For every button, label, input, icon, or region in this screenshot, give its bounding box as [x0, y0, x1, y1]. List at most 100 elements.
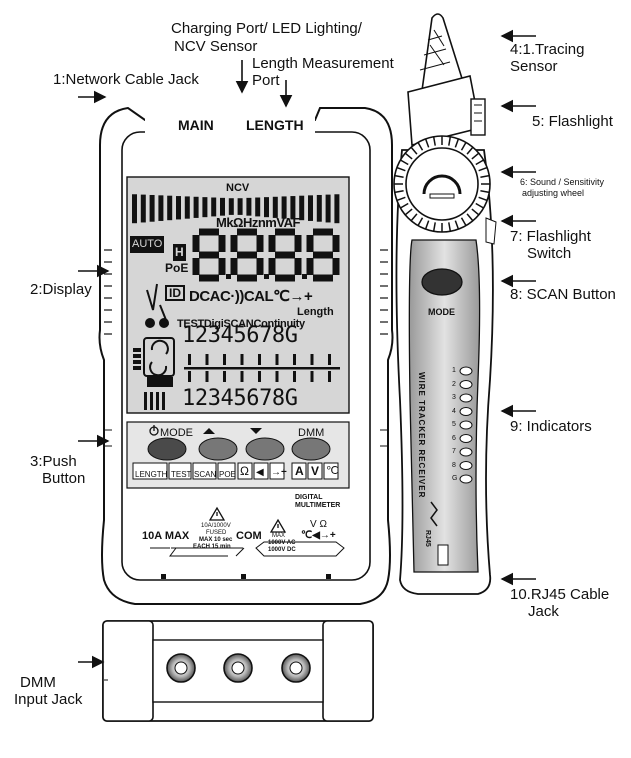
indicator-led — [459, 380, 473, 389]
wheel-tooth — [424, 138, 430, 148]
pin-line — [184, 367, 340, 370]
max-text-3: 1000V DC — [268, 547, 296, 553]
wheel-tooth — [432, 222, 436, 232]
label-tracing-sensor: 4:1.Tracing — [510, 41, 585, 58]
wheel-tooth — [471, 152, 480, 160]
ncv-bar — [255, 197, 261, 217]
indicator-led — [459, 420, 473, 430]
warning-icon-1 — [208, 506, 226, 521]
receiver-rj45-label: RJ45 — [424, 530, 431, 547]
wheel-tooth — [454, 138, 460, 148]
pin-seg — [240, 354, 244, 365]
lcd-pins-bottom: 12345678G — [182, 386, 298, 411]
label-dmm-jack: DMM — [20, 674, 56, 691]
probe-icon — [145, 283, 169, 328]
ncv-bar — [237, 198, 243, 215]
func-key-scan: SCAN — [194, 470, 217, 479]
indicator-leds — [459, 366, 473, 484]
wheel-tooth — [448, 222, 452, 232]
wheel-tooth — [478, 166, 488, 172]
lcd-length: Length — [297, 306, 334, 318]
indicator-led — [459, 366, 473, 376]
wheel-tooth — [410, 146, 418, 155]
func-sym-temp: ℃ — [326, 465, 339, 477]
indicator-label: 2 — [452, 380, 456, 388]
wheel-tooth — [394, 174, 404, 178]
jack-vohm-label: V Ω — [310, 519, 327, 530]
lcd-poe: PoE — [165, 261, 189, 275]
lcd-big-digits — [192, 228, 340, 282]
mode-button — [147, 437, 187, 461]
wheel-tooth — [460, 142, 467, 151]
wheel-tooth — [417, 142, 424, 151]
wheel-tooth — [454, 220, 460, 230]
btn-mode-label: MODE — [160, 427, 193, 439]
lcd-test-row: TESTDigiSCANContinuity — [177, 318, 305, 330]
wheel-tooth — [400, 159, 409, 166]
network-icon — [143, 337, 175, 387]
indicator-led — [459, 407, 473, 416]
lcd-units: MkΩHznmVAF — [216, 215, 300, 230]
label-rj45-jack-2: Jack — [528, 603, 559, 620]
func-sym-ohm: Ω — [240, 464, 249, 478]
port-length-label: LENGTH — [246, 117, 304, 133]
label-tracing-sensor-2: Sensor — [510, 58, 558, 75]
wheel-tooth — [466, 213, 474, 222]
ncv-bar — [167, 195, 173, 221]
ncv-bar — [264, 197, 269, 218]
label-indicators: 9: Indicators — [510, 418, 592, 435]
lcd-modes: DCAC·))CAL℃→+ — [189, 288, 313, 305]
wheel-tooth — [404, 208, 413, 216]
label-ncv-sensor: NCV Sensor — [174, 38, 258, 55]
wheel-tooth — [424, 220, 430, 230]
lcd-h: H — [173, 244, 186, 261]
jack-vohm-sym: ℃◀→+ — [301, 530, 336, 541]
up-arrow-icon — [203, 428, 215, 434]
indicator-label: 3 — [452, 394, 456, 401]
ncv-bar-graph — [132, 194, 340, 224]
wheel-tooth — [410, 213, 418, 222]
pin-seg — [240, 371, 244, 382]
max-text-2: 1000V AC — [268, 540, 296, 546]
label-dmm-jack-2: Input Jack — [14, 691, 83, 708]
wheel-tooth — [417, 217, 424, 226]
indicator-label: 6 — [452, 434, 456, 442]
func-sym-v: V — [311, 464, 320, 478]
label-charging-port: Charging Port/ LED Lighting/ — [171, 20, 362, 37]
fuse-text-3: MAX 10 sec — [199, 537, 233, 543]
indicator-label: 4 — [452, 407, 456, 415]
pin-seg — [293, 354, 296, 365]
decimal-point — [264, 274, 269, 279]
pin-seg — [188, 354, 191, 365]
wheel-tooth — [466, 146, 474, 155]
dmm-side-view — [102, 620, 374, 722]
btn-dmm-label: DMM — [298, 427, 325, 439]
function-keys — [132, 462, 339, 480]
lcd-ncv-label: NCV — [226, 182, 250, 194]
indicator-label: 1 — [452, 367, 456, 374]
sensitivity-wheel — [393, 135, 491, 233]
func-sym-continuity: ◀ — [256, 467, 264, 478]
fuse-text-4: EACH 15 min — [193, 544, 231, 550]
ncv-bar — [149, 194, 155, 222]
indicator-led — [459, 474, 473, 484]
lcd-auto: AUTO — [130, 236, 165, 253]
pin-seg — [293, 371, 296, 382]
pin-grid — [184, 354, 340, 382]
ncv-bar — [193, 196, 199, 218]
pin-seg — [310, 354, 314, 365]
pin-seg — [328, 354, 331, 365]
wheel-tooth — [448, 136, 452, 146]
indicator-label: G — [452, 475, 458, 482]
func-key-poe: POE — [219, 470, 236, 479]
jack-com-label: COM — [236, 530, 262, 542]
fuse-text-2: FUSED — [206, 530, 227, 536]
pin-seg — [205, 354, 209, 365]
flashlight-switch — [485, 217, 497, 245]
wheel-tooth — [480, 190, 490, 194]
ncv-bar — [325, 194, 331, 223]
wheel-tooth — [478, 196, 488, 202]
dm-label-1: DIGITAL — [295, 494, 323, 501]
wheel-tooth — [471, 208, 480, 216]
